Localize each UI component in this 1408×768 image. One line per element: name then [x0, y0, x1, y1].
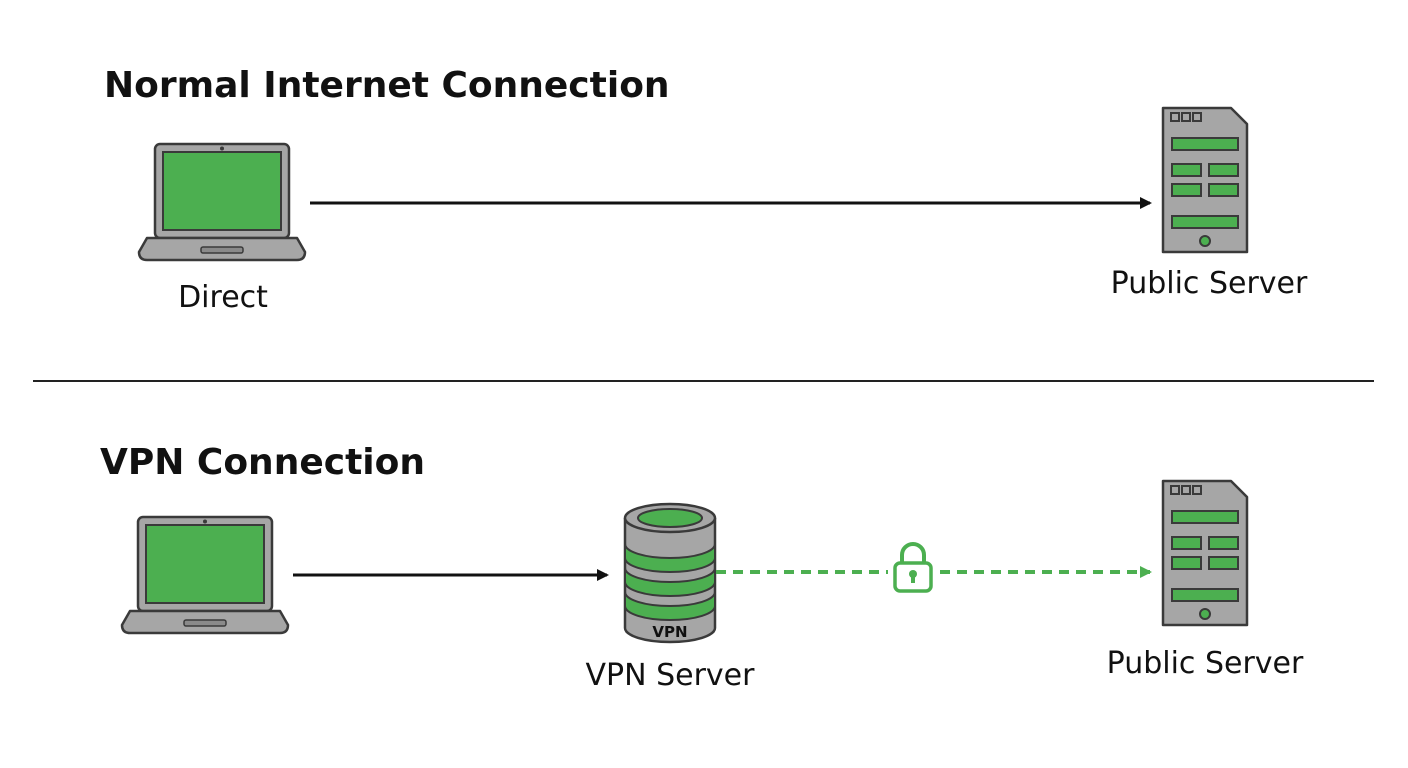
section-normal-connection: Normal Internet Connection Direct Pub: [104, 65, 1308, 315]
client-label-direct: Direct: [178, 280, 268, 315]
laptop-icon: [120, 515, 290, 635]
server-tower-icon: [1161, 479, 1249, 627]
server-label-public-1: Public Server: [1111, 266, 1308, 301]
section-title-vpn: VPN Connection: [100, 442, 425, 483]
server-tower-icon: [1161, 106, 1249, 254]
vpn-server-label: VPN Server: [586, 658, 756, 693]
vpn-badge-text: VPN: [652, 623, 687, 641]
server-label-public-2: Public Server: [1107, 646, 1304, 681]
section-vpn-connection: VPN Connection VPN VPN Server: [100, 442, 1304, 693]
padlock-icon: [893, 542, 933, 593]
database-server-icon: VPN: [623, 502, 717, 644]
laptop-icon: [137, 142, 307, 262]
section-title-normal: Normal Internet Connection: [104, 65, 670, 106]
